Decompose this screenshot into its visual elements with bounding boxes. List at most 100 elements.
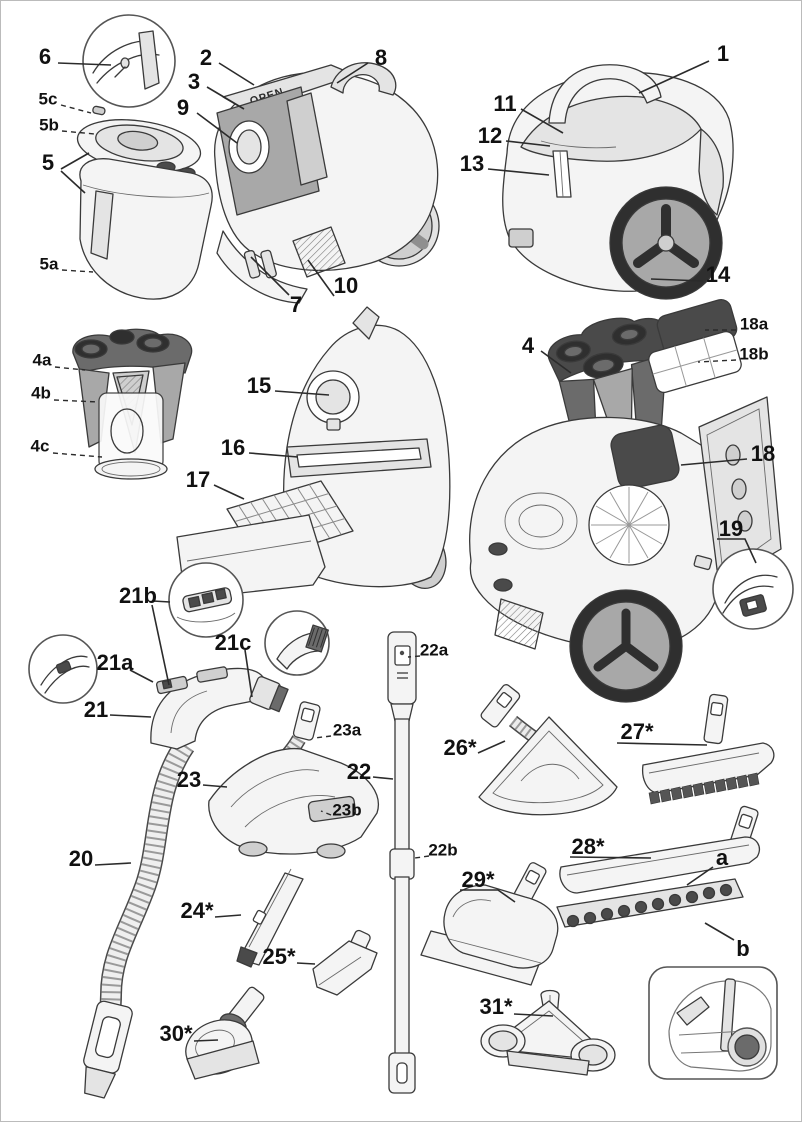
leader-line-19 — [717, 538, 757, 564]
callout-5c: 5c — [38, 89, 58, 109]
callout-23a: 23a — [332, 720, 362, 740]
leader-line-22a — [407, 655, 421, 658]
crevice-nozzle — [236, 868, 304, 968]
callout-25: 25* — [262, 944, 296, 969]
brush-bristles — [648, 772, 760, 805]
handle-coupler — [249, 676, 289, 713]
callout-a: a — [715, 845, 729, 870]
leader-line-28 — [569, 856, 652, 859]
vacuum-open-lid-view — [469, 299, 782, 703]
callout-2: 2 — [199, 45, 213, 70]
leader-line-4c — [52, 452, 103, 458]
stored-nozzle — [676, 996, 710, 1026]
leader-line-21b — [151, 604, 170, 686]
floor-nozzle — [208, 701, 379, 859]
park-hook — [352, 306, 380, 340]
leader-line-23 — [202, 784, 228, 788]
callout-24: 24* — [180, 898, 214, 923]
callout-20: 20 — [68, 846, 94, 871]
leader-line-5 — [60, 152, 90, 170]
carry-handle-front — [330, 62, 397, 96]
brush-pedal — [307, 795, 357, 823]
leader-line-29 — [460, 889, 516, 903]
lid-latch — [92, 105, 106, 116]
callout-29: 29* — [461, 867, 495, 892]
dust-container — [79, 158, 213, 300]
inset-b-storage — [648, 966, 778, 1080]
filter-tray — [648, 330, 742, 394]
floor-nozzle-body — [208, 747, 379, 855]
exhaust-grille — [292, 226, 346, 278]
callout-9: 9 — [176, 95, 190, 120]
carry-handle-rear — [548, 64, 662, 124]
lid-latch-19 — [693, 554, 713, 571]
leader-line-5b — [61, 130, 96, 135]
leader-line-31 — [513, 1013, 554, 1017]
inset-21a-magnifier — [28, 634, 98, 704]
callout-b: b — [736, 936, 750, 961]
leader-line-24 — [214, 914, 242, 918]
callout-6: 6 — [38, 44, 52, 69]
callout-10: 10 — [333, 273, 359, 298]
callout-18b: 18b — [739, 344, 769, 364]
fan-recess — [588, 484, 670, 566]
leader-line-6 — [57, 62, 112, 66]
leader-line-9 — [196, 112, 238, 144]
leader-line-7 — [250, 256, 290, 296]
callout-21: 21 — [83, 697, 109, 722]
callout-18: 18 — [750, 441, 776, 466]
callout-4c: 4c — [30, 436, 50, 456]
telescopic-tube — [387, 631, 417, 1094]
callout-13: 13 — [459, 151, 485, 176]
turbo-nozzle-body — [443, 884, 559, 969]
callout-5a: 5a — [39, 254, 59, 274]
leader-line-20 — [94, 862, 132, 866]
flex-wide-nozzle — [556, 805, 760, 928]
leader-line-22 — [372, 776, 394, 780]
leader-line-5 — [60, 170, 86, 194]
leader-line-4b — [53, 399, 99, 403]
inset-21b-magnifier — [168, 562, 244, 638]
inset-6-magnifier — [82, 14, 176, 108]
leader-line-11 — [520, 108, 564, 134]
leader-line-18b — [697, 359, 737, 363]
dusting-brush-nozzle — [641, 693, 775, 805]
leader-line-b — [704, 922, 735, 941]
callout-22: 22 — [346, 759, 372, 784]
callout-5: 5 — [41, 150, 55, 175]
callout-5b: 5b — [39, 115, 59, 135]
leader-line-26 — [477, 740, 506, 754]
suction-hose — [83, 738, 195, 1099]
container-handle — [90, 190, 114, 260]
container-release-latch — [552, 150, 572, 198]
leader-line-8 — [336, 62, 369, 84]
leader-line-22b — [414, 855, 430, 859]
callout-4: 4 — [521, 333, 535, 358]
leader-line-2 — [218, 62, 255, 86]
callout-21c: 21c — [214, 630, 252, 655]
accessory-holder — [480, 989, 616, 1076]
callout-31: 31* — [479, 994, 513, 1019]
leader-line-21 — [109, 714, 152, 718]
inset-21c-magnifier — [264, 610, 330, 676]
mini-turbo-nozzle — [185, 986, 265, 1080]
leader-line-10 — [307, 259, 335, 297]
leader-line-23a — [314, 735, 332, 739]
callout-30: 30* — [159, 1021, 193, 1046]
callout-21a: 21a — [96, 650, 134, 675]
leader-line-12 — [505, 140, 551, 147]
leader-line-18 — [680, 458, 748, 466]
callout-4b: 4b — [31, 383, 51, 403]
vacuum-rear-view — [502, 64, 734, 300]
callout-14: 14 — [705, 262, 731, 287]
leader-line-15 — [274, 390, 330, 396]
leader-line-25 — [296, 962, 316, 965]
upholstery-nozzle — [312, 929, 378, 996]
callout-22b: 22b — [428, 840, 458, 860]
callout-23b: 23b — [332, 800, 362, 820]
cyclone-assembly — [72, 328, 193, 480]
